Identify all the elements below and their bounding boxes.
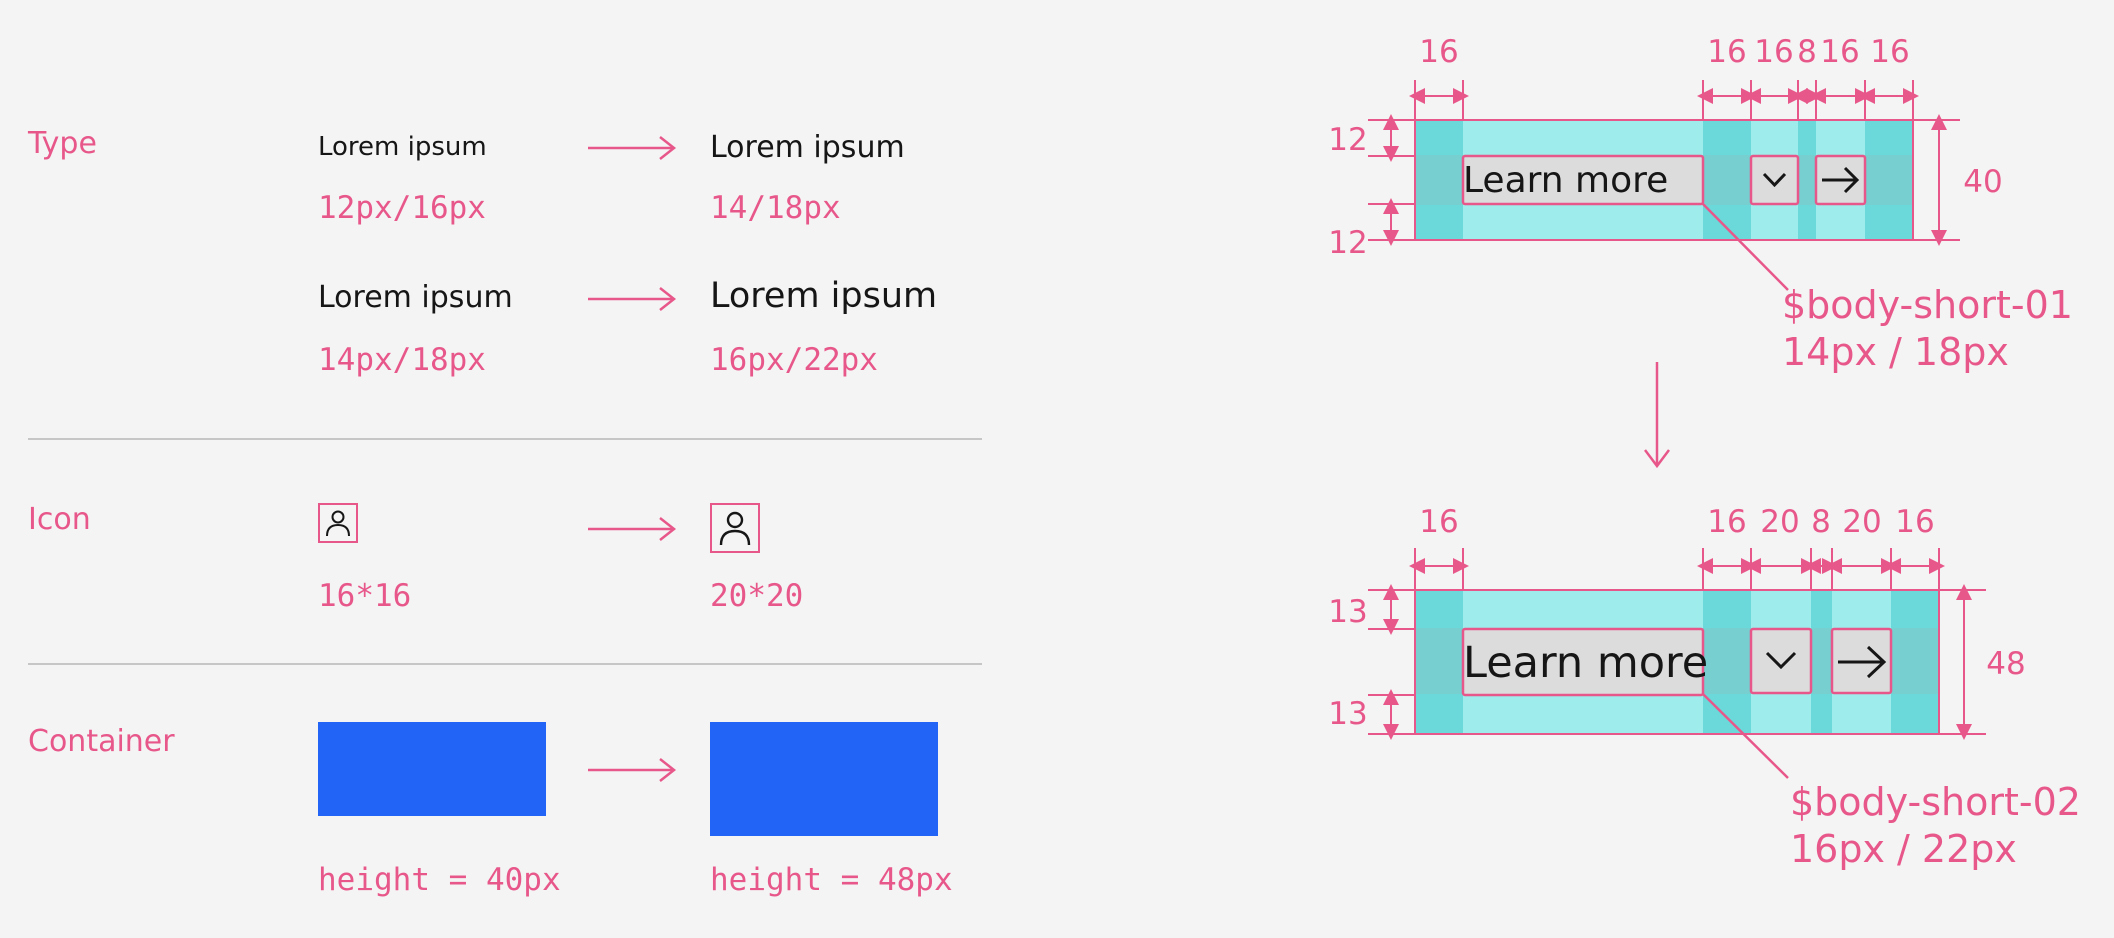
divider [28, 663, 982, 665]
svg-text:16: 16 [1754, 34, 1793, 70]
section-label-type: Type [28, 126, 97, 161]
container-spec-40: height = 40px [318, 862, 561, 898]
arrow-down-icon [1644, 362, 1670, 469]
arrow-right-icon [588, 136, 677, 160]
chevron-down-icon [1762, 172, 1787, 188]
svg-text:12: 12 [1328, 122, 1367, 158]
svg-text:16: 16 [1820, 34, 1859, 70]
user-icon-large [710, 503, 760, 553]
user-icon [318, 503, 358, 543]
svg-text:13: 13 [1328, 594, 1367, 630]
svg-text:20: 20 [1842, 504, 1881, 540]
svg-text:$body-short-02: $body-short-02 [1790, 780, 2081, 824]
icon-spec-20: 20*20 [710, 578, 804, 614]
type-spec-14-18: 14/18px [710, 190, 841, 226]
section-label-icon: Icon [28, 502, 91, 537]
arrow-right-icon [1822, 166, 1860, 194]
arrow-right-icon [588, 758, 677, 782]
divider [28, 438, 982, 440]
chevron-down-icon [1765, 651, 1797, 670]
svg-text:12: 12 [1328, 225, 1367, 261]
top-button-spec: Learn more 16 16 16 8 16 [1328, 34, 2073, 374]
arrow-right-icon [588, 517, 677, 541]
svg-text:16: 16 [1895, 504, 1934, 540]
type-sample-medium-2: Lorem ipsum [318, 280, 513, 315]
type-spec-14-18b: 14px/18px [318, 342, 486, 378]
container-spec-48: height = 48px [710, 862, 953, 898]
bottom-button-spec: Learn more 16 16 20 8 20 [1328, 504, 2081, 871]
svg-text:16: 16 [1419, 34, 1458, 70]
svg-text:40: 40 [1963, 164, 2002, 200]
svg-text:16: 16 [1707, 504, 1746, 540]
svg-text:48: 48 [1986, 646, 2025, 682]
arrow-right-icon [1838, 645, 1887, 679]
arrow-right-icon [588, 287, 677, 311]
bottom-button-label: Learn more [1463, 638, 1708, 688]
container-40-swatch [318, 722, 546, 816]
svg-text:16: 16 [1870, 34, 1909, 70]
container-48-swatch [710, 722, 938, 836]
type-sample-large: Lorem ipsum [710, 276, 938, 316]
top-button-label: Learn more [1463, 160, 1668, 201]
svg-text:13: 13 [1328, 696, 1367, 732]
icon-spec-16: 16*16 [318, 578, 412, 614]
type-spec-12-16: 12px/16px [318, 190, 486, 226]
svg-text:8: 8 [1811, 504, 1831, 540]
svg-text:$body-short-01: $body-short-01 [1782, 283, 2073, 327]
svg-text:16: 16 [1419, 504, 1458, 540]
svg-text:8: 8 [1797, 34, 1817, 70]
section-label-container: Container [28, 724, 175, 759]
svg-text:16: 16 [1707, 34, 1746, 70]
type-sample-small: Lorem ipsum [318, 132, 487, 162]
svg-text:20: 20 [1760, 504, 1799, 540]
svg-text:16px / 22px: 16px / 22px [1790, 827, 2017, 871]
type-sample-medium: Lorem ipsum [710, 130, 905, 165]
svg-text:14px / 18px: 14px / 18px [1782, 330, 2009, 374]
type-spec-16-22: 16px/22px [710, 342, 878, 378]
